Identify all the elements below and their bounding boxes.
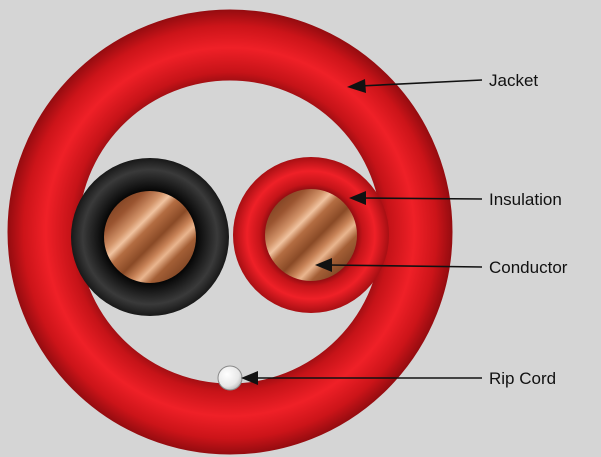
label-rip-cord: Rip Cord xyxy=(489,369,556,388)
label-insulation: Insulation xyxy=(489,190,562,209)
leader-line-insulation xyxy=(362,198,482,199)
rip-cord xyxy=(218,366,242,390)
red-conductor xyxy=(265,189,357,281)
label-jacket: Jacket xyxy=(489,71,538,90)
label-conductor: Conductor xyxy=(489,258,568,277)
black-conductor xyxy=(104,191,196,283)
